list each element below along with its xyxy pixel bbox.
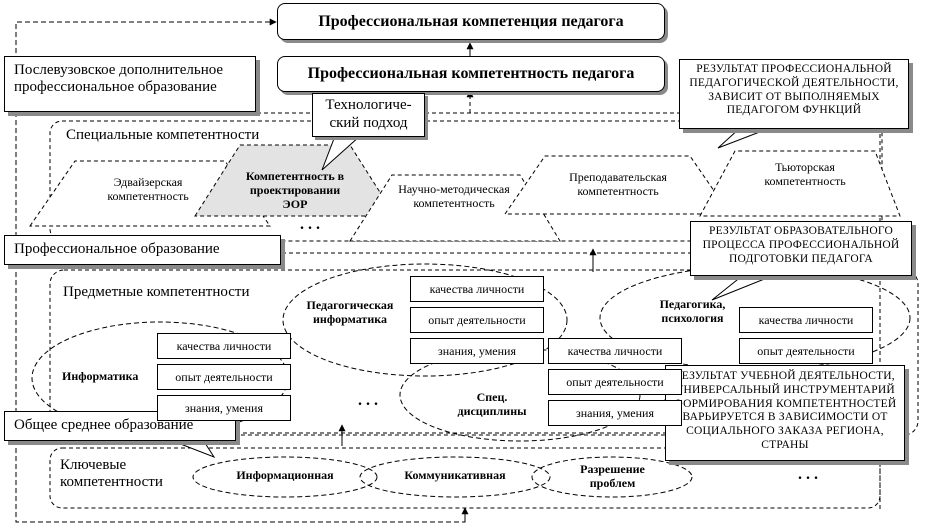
communicative-label: Коммуникативная: [404, 468, 506, 482]
teaching-shape: [504, 155, 731, 215]
tutor-shape: [699, 150, 901, 217]
pedagogy-experience: опыт деятельности: [739, 338, 873, 364]
postgraduate-stage: Послевузовское дополнительное профессион…: [4, 56, 256, 112]
postgraduate-label: Послевузовское дополнительное профессион…: [14, 62, 224, 96]
subject-ellipsis: . . .: [358, 392, 378, 409]
pedagogy-label: Педагогика, психология: [659, 297, 726, 325]
result-prof-callout: Результат профессиональной педагогическо…: [679, 59, 909, 129]
ped-informatics-experience: опыт деятельности: [410, 307, 544, 333]
ped-informatics-knowledge: знания, умения: [410, 338, 544, 364]
result-edu-pointer: [711, 275, 773, 301]
scientific-label: Научно-методическая компетентность: [398, 182, 510, 210]
informatics-quality: качества личности: [157, 333, 291, 359]
problem-ellipse: [531, 456, 693, 498]
tech-approach-label: Технологиче-ский подход: [325, 97, 412, 131]
competency-title: Профессиональная компетентность педагога: [307, 65, 635, 82]
ped-informatics-quality: качества личности: [410, 276, 544, 302]
eor-shape: [194, 144, 396, 217]
result-learning-text: Результат учебной деятельности, универса…: [673, 370, 897, 451]
informatics-label: Информатика: [62, 369, 139, 383]
competency-title-box: Профессиональная компетентность педагога: [277, 56, 665, 92]
communicative-ellipse: [359, 456, 551, 498]
special-disc-label: Спец. дисциплины: [457, 390, 527, 418]
problem-label: Разрешение проблем: [580, 462, 645, 490]
special-disc-knowledge: знания, умения: [548, 400, 682, 426]
special-disc-quality: качества личности: [548, 338, 682, 364]
special-ellipsis: . . .: [300, 216, 320, 233]
teaching-label: Преподавательская компетентность: [569, 170, 667, 198]
scientific-shape: [349, 174, 561, 242]
result-edu-callout: Результат образовательного процесса проф…: [690, 221, 912, 276]
key-ellipsis: . . .: [798, 466, 818, 483]
special-disc-experience: опыт деятельности: [548, 369, 682, 395]
result-learning-callout: Результат учебной деятельности, универса…: [665, 365, 905, 461]
informatics-experience: опыт деятельности: [157, 364, 291, 390]
professional-label: Профессиональное образование: [14, 241, 220, 257]
professional-stage: Профессиональное образование: [4, 235, 281, 265]
result-edu-text: Результат образовательного процесса проф…: [702, 225, 900, 265]
competence-title: Профессиональная компетенция педагога: [318, 12, 624, 30]
subject-frame: [49, 269, 919, 436]
informational-ellipse: [192, 456, 378, 498]
special-title: Специальные компетентности: [66, 127, 260, 143]
ped-informatics-ellipse: [282, 263, 568, 377]
key-title: Ключевые компетентности: [60, 457, 163, 491]
informational-label: Информационная: [236, 468, 334, 482]
key-frame: [49, 447, 881, 509]
feedback-loop-arrow: [15, 18, 466, 523]
ped-informatics-label: Педагогическая информатика: [306, 298, 394, 326]
subject-title: Предметные компетентности: [63, 284, 250, 300]
competence-title-box: Профессиональная компетенция педагога: [277, 3, 665, 40]
eor-label: Компетентность в проектировании ЭОР: [245, 169, 345, 211]
tutor-label: Тьюторская компетентность: [764, 160, 846, 188]
general-pointer: [177, 442, 216, 459]
result-prof-text: Результат профессиональной педагогическо…: [689, 63, 899, 117]
advisor-label: Эдвайзерская компетентность: [107, 175, 189, 203]
general-label: Общее среднее образование: [14, 417, 194, 433]
tech-approach-callout: Технологиче-ский подход: [312, 93, 425, 137]
result-prof-pointer: [717, 127, 771, 149]
pedagogy-quality: качества личности: [739, 307, 873, 333]
informatics-knowledge: знания, умения: [157, 395, 291, 421]
